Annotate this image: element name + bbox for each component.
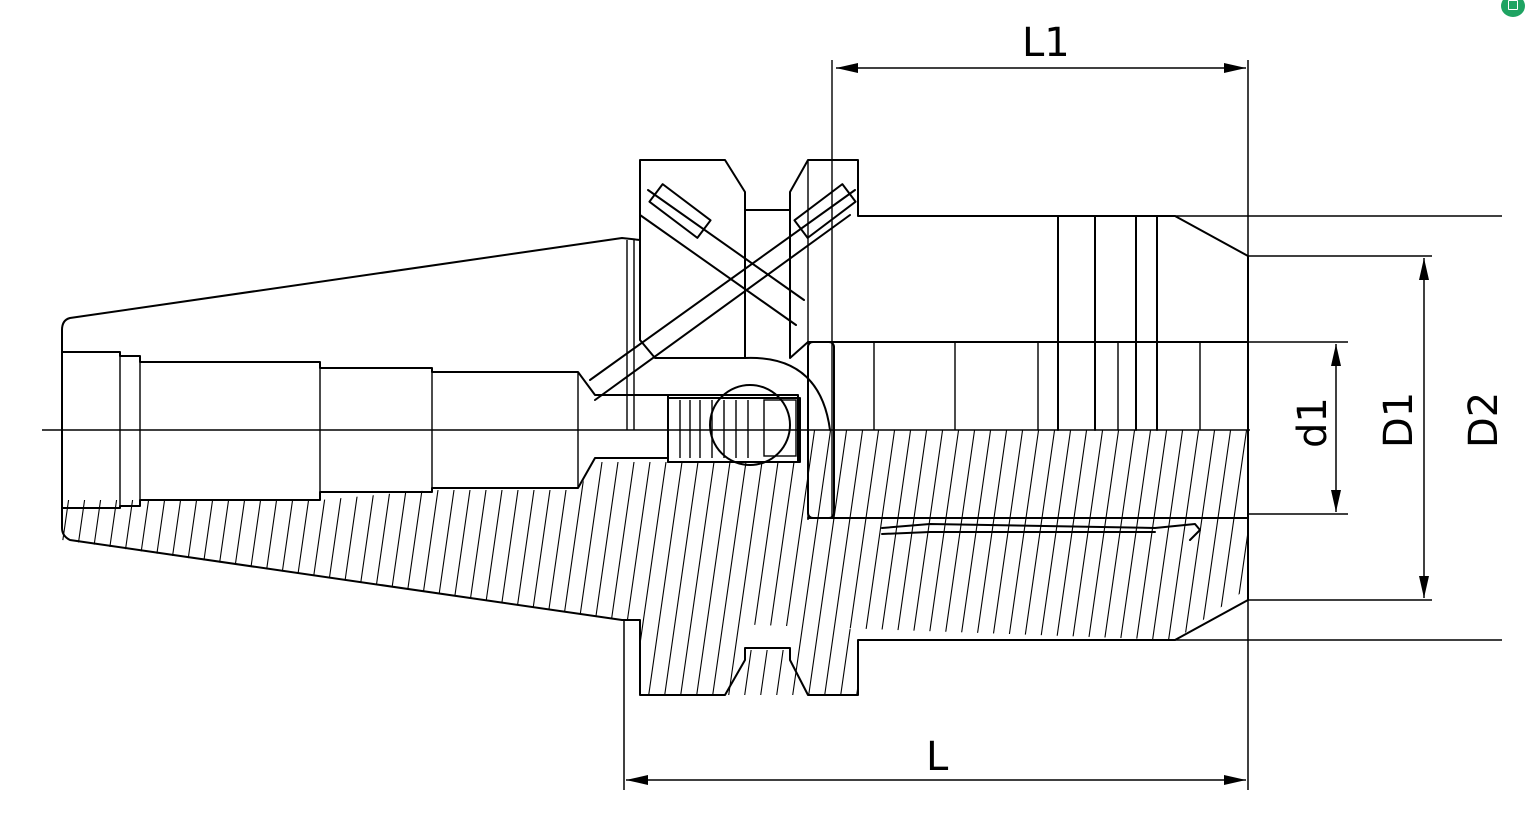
- hatch-line: [1304, 420, 1344, 700]
- hatch-line: [151, 430, 193, 695]
- stop-screw-threads: [679, 400, 749, 458]
- hatch-line: [1159, 430, 1201, 695]
- hatch-line: [1079, 430, 1121, 695]
- hatch-line: [327, 430, 369, 695]
- hatch-line: [759, 430, 801, 695]
- hatch-line: [487, 430, 529, 695]
- hatch-line: [231, 430, 273, 695]
- hatch-line: [1239, 430, 1248, 695]
- hatch-line: [71, 430, 113, 695]
- drill-screw-left: [648, 183, 712, 239]
- nose-rings: [873, 342, 1201, 430]
- dim-label-L1: L1: [1022, 20, 1070, 66]
- flange-upper-right: [789, 209, 859, 359]
- hatch-line: [1095, 430, 1137, 695]
- hatch-line: [647, 430, 689, 695]
- hatch-line: [727, 430, 769, 695]
- hatch-line: [375, 430, 417, 695]
- hatch-line: [215, 430, 257, 695]
- hatch-line: [1223, 430, 1248, 695]
- hatch-line: [407, 430, 449, 695]
- hatch-line: [311, 430, 353, 695]
- hatch-line: [1047, 430, 1089, 695]
- nose-bore-upper: [807, 341, 1249, 519]
- hatch-line: [103, 430, 145, 695]
- hatch-line: [999, 430, 1041, 695]
- hatch-line: [439, 430, 481, 695]
- hatch-line: [359, 430, 401, 695]
- hatch-line: [247, 430, 289, 695]
- hatch-line: [871, 430, 913, 695]
- detail-circle: [709, 384, 791, 466]
- hatch-line: [62, 430, 81, 695]
- dim-label-d1: d1: [1290, 397, 1336, 448]
- hatch-line: [887, 430, 929, 695]
- hatch-line: [1256, 420, 1296, 700]
- hatch-line: [599, 430, 641, 695]
- hatch-line: [919, 430, 961, 695]
- hatch-line: [775, 430, 817, 695]
- taper-outline: [61, 159, 1249, 696]
- hatch-line: [1191, 430, 1233, 695]
- hatch-line: [1031, 430, 1073, 695]
- dim-label-D2: D2: [1461, 392, 1507, 448]
- hatch-line: [455, 430, 497, 695]
- hatch-line: [695, 430, 737, 695]
- hatch-line: [983, 430, 1025, 695]
- hatch-line: [935, 430, 977, 695]
- drill-screw-right: [793, 183, 857, 239]
- flange-upper-left: [639, 209, 746, 359]
- hatch-line: [135, 430, 177, 695]
- hatch-line: [1127, 430, 1169, 695]
- dim-label-L: L: [926, 734, 949, 780]
- hatch-line: [1272, 420, 1312, 700]
- hatch-line: [855, 430, 897, 695]
- bore-arc: [744, 356, 831, 431]
- hatch-line: [743, 430, 785, 695]
- hatch-line: [1288, 420, 1328, 700]
- hatch-line: [615, 430, 657, 695]
- hatch-line: [471, 430, 513, 695]
- hatch-line: [967, 430, 1009, 695]
- hatch-line: [263, 430, 305, 695]
- stop-screw-head: [763, 399, 797, 457]
- hatch-line: [903, 430, 945, 695]
- hatch-line: [951, 430, 993, 695]
- hatch-line: [519, 430, 561, 695]
- cross-drill-a: [639, 189, 805, 326]
- hatch-line: [631, 430, 673, 695]
- dimensions: [623, 60, 1502, 790]
- hatch-line: [1111, 430, 1153, 695]
- dim-label-D1: D1: [1376, 392, 1422, 448]
- app-badge-icon[interactable]: [1501, 0, 1525, 17]
- hatch-line: [279, 430, 321, 695]
- hatch-line: [343, 430, 385, 695]
- hatch-line: [807, 430, 849, 695]
- hatch-line: [823, 430, 865, 695]
- hatch-line: [295, 430, 337, 695]
- hatch-line: [711, 430, 753, 695]
- hatch-line: [567, 430, 609, 695]
- hatch-line: [391, 430, 433, 695]
- nose-grooves: [1057, 215, 1158, 431]
- nose-sleeve: [807, 341, 835, 519]
- hatch-line: [791, 430, 833, 695]
- hatch-line: [535, 430, 577, 695]
- hatch-line: [423, 430, 465, 695]
- hatch-line: [1143, 430, 1185, 695]
- hatch-line: [663, 430, 705, 695]
- hatch-line: [839, 430, 881, 695]
- hatch-line: [1175, 430, 1217, 695]
- hatch-line: [1207, 430, 1248, 695]
- hatch-line: [551, 430, 593, 695]
- hatch-line: [1063, 430, 1105, 695]
- hatch-line: [679, 430, 721, 695]
- hatch-line: [503, 430, 545, 695]
- hatch-line: [1015, 430, 1057, 695]
- cross-drill-b: [589, 189, 856, 401]
- nose-coolant-channel: [881, 523, 1201, 541]
- hatch-line: [583, 430, 625, 695]
- hatch-line: [87, 430, 129, 695]
